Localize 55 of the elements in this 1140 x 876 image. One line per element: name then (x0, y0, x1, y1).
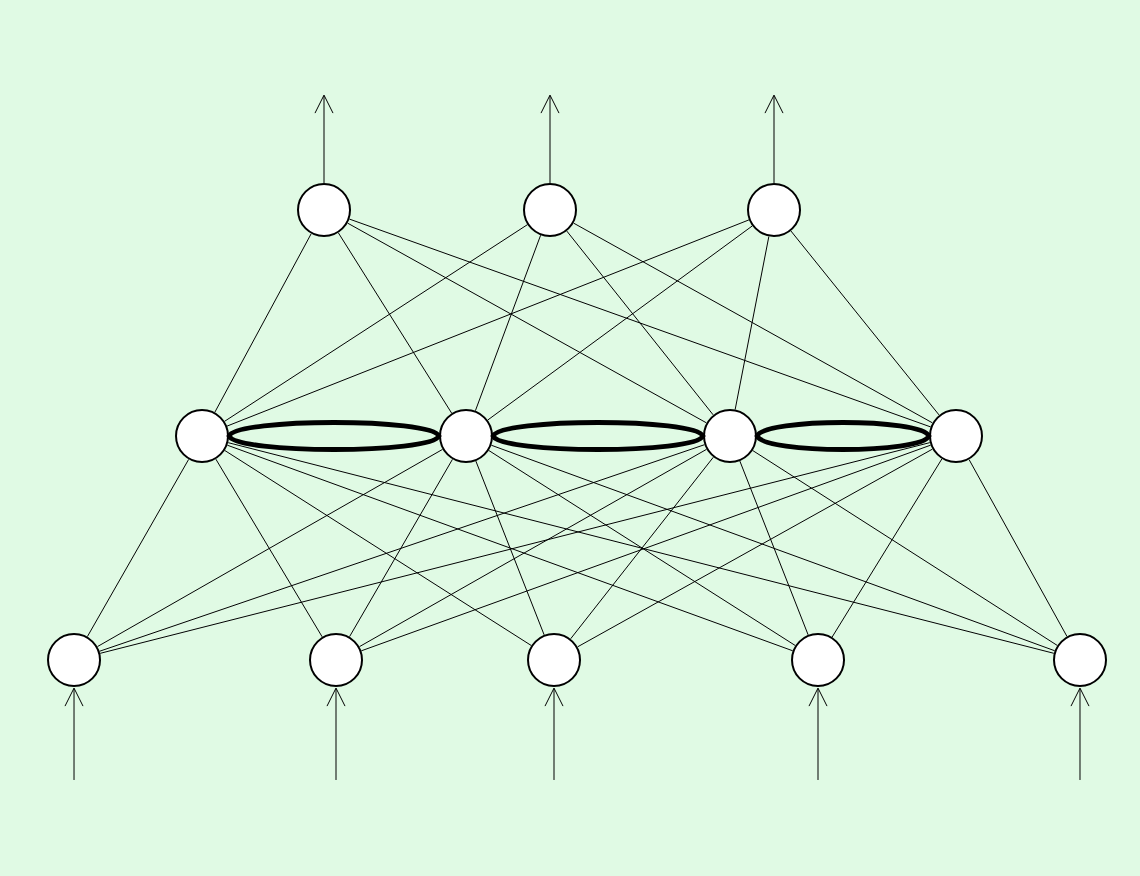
connection-line (734, 236, 770, 410)
connection-line (573, 222, 933, 424)
connection-line (488, 450, 796, 646)
input-arrow (544, 687, 564, 781)
connection-line (790, 230, 940, 416)
input-arrow (64, 687, 84, 781)
connection-line (214, 233, 312, 413)
connection-line (739, 460, 809, 636)
connection-line (215, 458, 323, 638)
connection-line (359, 448, 708, 648)
neuron-circle (47, 633, 101, 687)
connection-line (227, 442, 1055, 654)
connection-line (570, 456, 714, 640)
neuron-circle (1053, 633, 1107, 687)
connection-line (224, 224, 528, 422)
connection-line (577, 448, 933, 648)
connection-line (226, 219, 750, 427)
input-arrow (326, 687, 346, 781)
input-arrow (1070, 687, 1090, 781)
connection-line (968, 459, 1068, 637)
connection-line (86, 458, 190, 638)
connection-line (226, 444, 794, 652)
neuron-circle (297, 183, 351, 237)
neuron-circle (439, 409, 493, 463)
recurrent-loop (754, 420, 932, 452)
connection-line (475, 460, 545, 636)
neuron-circle (527, 633, 581, 687)
connection-line (337, 232, 453, 414)
connection-line (349, 458, 453, 638)
connection-line (487, 225, 753, 421)
neuron-circle (747, 183, 801, 237)
connection-line (490, 444, 1056, 652)
connection-line (348, 218, 932, 428)
connection-line (566, 230, 714, 416)
neuron-circle (703, 409, 757, 463)
output-arrow (764, 94, 784, 184)
connection-line (474, 234, 542, 412)
connection-line (96, 448, 444, 648)
input-arrow (808, 687, 828, 781)
recurrent-loop (226, 420, 442, 452)
neuron-circle (175, 409, 229, 463)
connection-line (347, 222, 707, 424)
output-arrow (540, 94, 560, 184)
output-arrow (314, 94, 334, 184)
neuron-circle (309, 633, 363, 687)
neuron-circle (929, 409, 983, 463)
connection-line (360, 444, 932, 652)
connection-line (831, 458, 943, 638)
neuron-circle (523, 183, 577, 237)
connection-line (99, 444, 705, 652)
recurrent-loop (490, 420, 706, 452)
neuron-circle (791, 633, 845, 687)
connection-line (224, 450, 532, 646)
connection-line (752, 450, 1058, 646)
connection-line (99, 442, 931, 654)
